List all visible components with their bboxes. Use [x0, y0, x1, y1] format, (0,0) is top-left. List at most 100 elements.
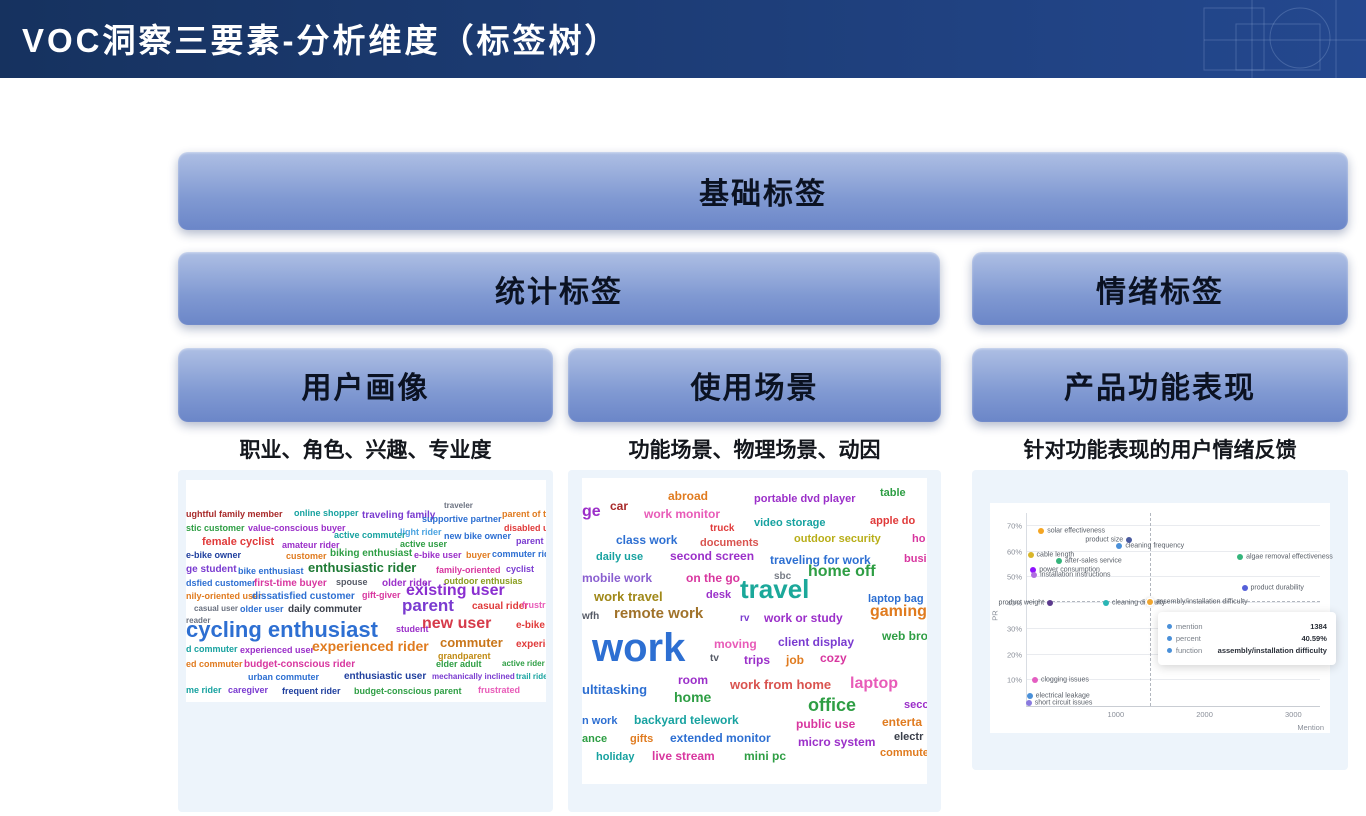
wordcloud-word: home off: [808, 563, 876, 580]
node-product-performance: 产品功能表现: [972, 348, 1348, 422]
wordcloud-word: desk: [706, 589, 732, 601]
wordcloud-word: cyclist: [506, 564, 535, 574]
wordcloud-word: active rider: [502, 659, 545, 668]
scatter-point-label: power consumption: [1039, 566, 1100, 574]
scatter-point: [1055, 557, 1062, 564]
x-tick-label: 1000: [1107, 710, 1125, 719]
x-tick-label: 3000: [1285, 710, 1302, 719]
wordcloud-word: dissatisfied customer: [252, 591, 355, 602]
wordcloud-word: e-bike user: [414, 550, 462, 560]
wordcloud-word: documents: [700, 537, 759, 549]
wordcloud-word: ge student: [186, 564, 237, 575]
tooltip-label: percent: [1175, 633, 1201, 643]
wordcloud-word: commuter rider: [492, 549, 546, 559]
wordcloud-word: moving: [714, 637, 757, 651]
node-stat-label-text: 统计标签: [495, 275, 623, 309]
gridline: [1027, 524, 1320, 526]
wordcloud-word: trail rider: [516, 672, 546, 681]
wordcloud-word: enthusiastic user: [344, 671, 427, 682]
wordcloud-word: ughtful family member: [186, 509, 283, 519]
gridline: [1027, 679, 1320, 681]
tooltip-dot: [1166, 647, 1172, 653]
wordcloud-word: student: [396, 624, 429, 634]
wordcloud-word: frustr: [522, 600, 546, 610]
wordcloud-word: public use: [796, 717, 856, 731]
wordcloud-word: customer: [286, 551, 327, 561]
wordcloud-word: online shopper: [294, 508, 359, 518]
node-emotion-label: 情绪标签: [972, 252, 1348, 325]
scatter-point: [1116, 543, 1123, 550]
y-tick-label: 10%: [1006, 675, 1022, 685]
wordcloud-word: dsfied customer: [186, 578, 256, 588]
wordcloud-word: ed commuter: [186, 659, 243, 669]
caption-user-persona: 职业、角色、兴趣、专业度: [239, 439, 492, 462]
wordcloud-word: biking enthusiast: [330, 548, 413, 559]
wordcloud-word: ge: [582, 503, 601, 520]
wordcloud-word: daily commuter: [288, 604, 362, 615]
wordcloud-word: active commuter: [334, 530, 406, 540]
wordcloud-word: frustrated: [478, 685, 521, 695]
scatter-point-label: product size: [1085, 536, 1124, 544]
chart-plot-area: mention 1384 percent 40.59% function ass…: [999, 513, 1336, 719]
wordcloud-word: electr: [894, 731, 924, 743]
scatter-point: [1026, 692, 1033, 699]
tooltip-value: 40.59%: [1301, 633, 1327, 643]
panel-product-performance: mention 1384 percent 40.59% function ass…: [972, 470, 1348, 770]
wordcloud-word: home: [674, 689, 712, 705]
wordcloud-word: table: [880, 487, 906, 499]
x-tick-label: 2000: [1196, 710, 1213, 719]
gridline: [1027, 602, 1320, 604]
wordcloud-word: laptop bag: [868, 593, 924, 605]
wordcloud-word: experienced: [516, 639, 546, 650]
wordcloud-word: spouse: [336, 577, 368, 587]
wordcloud-word: parent of teen: [502, 509, 546, 519]
wordcloud-word: portable dvd player: [754, 493, 856, 505]
y-tick-label: 70%: [1006, 521, 1022, 531]
wordcloud-word: live stream: [652, 749, 715, 763]
wordcloud-word: enterta: [882, 715, 923, 729]
wordcloud-word: e-bike: [516, 620, 545, 631]
wordcloud-word: female cyclist: [202, 536, 275, 548]
wordcloud-word: family-oriented: [436, 565, 501, 575]
scatter-point: [1241, 584, 1248, 591]
wordcloud-word: work travel: [594, 589, 663, 604]
wordcloud-word: work or study: [764, 611, 843, 625]
wordcloud-word: supportive partner: [422, 514, 502, 524]
node-user-persona-text: 用户画像: [301, 372, 430, 405]
crosshair-vertical: [1149, 513, 1151, 706]
wordcloud-word: disabled us: [504, 523, 546, 533]
wordcloud-word: mechanically inclined: [432, 672, 515, 681]
scatter-point: [1031, 677, 1038, 684]
wordcloud-word: sbc: [774, 571, 792, 582]
tooltip-row-mention: mention 1384: [1166, 622, 1327, 631]
scatter-point: [1237, 553, 1244, 560]
scatter-point: [1025, 700, 1032, 707]
wordcloud-word: gift-giver: [362, 590, 401, 600]
scatter-point-label: product weight: [998, 599, 1045, 607]
scatter-point: [1047, 600, 1054, 607]
header-decoration-geometry: [1203, 0, 1366, 78]
scatter-chart: mention 1384 percent 40.59% function ass…: [990, 503, 1336, 733]
wordcloud-word: car: [610, 499, 629, 513]
scatter-point-label: cleaning frequency: [1125, 542, 1185, 550]
wordcloud-word: elder adult: [436, 659, 482, 669]
tooltip-label: function: [1175, 645, 1203, 655]
wordcloud-word: traveling for work: [770, 553, 871, 567]
content: 基础标签 统计标签 情绪标签 用户画像 使用场景 产品功能表现 职业、角色、兴趣…: [0, 78, 1366, 816]
scatter-point: [1031, 571, 1038, 578]
wordcloud-word: gaming: [870, 603, 927, 620]
wordcloud-word: bike enthusiast: [238, 566, 304, 576]
y-tick-label: 20%: [1006, 650, 1022, 660]
node-product-performance-text: 产品功能表现: [1064, 372, 1256, 405]
wordcloud-word: secon: [904, 699, 927, 711]
wordcloud-word: tv: [710, 653, 719, 664]
scatter-point-label: cable length: [1036, 551, 1075, 559]
wordcloud-word: ance: [582, 733, 608, 745]
y-tick-label: 60%: [1006, 547, 1022, 557]
wordcloud-word: remote work: [614, 605, 704, 622]
wordcloud-word: urban commuter: [248, 672, 320, 682]
wordcloud-word: class work: [616, 533, 678, 547]
wordcloud-word: active user: [400, 539, 448, 549]
